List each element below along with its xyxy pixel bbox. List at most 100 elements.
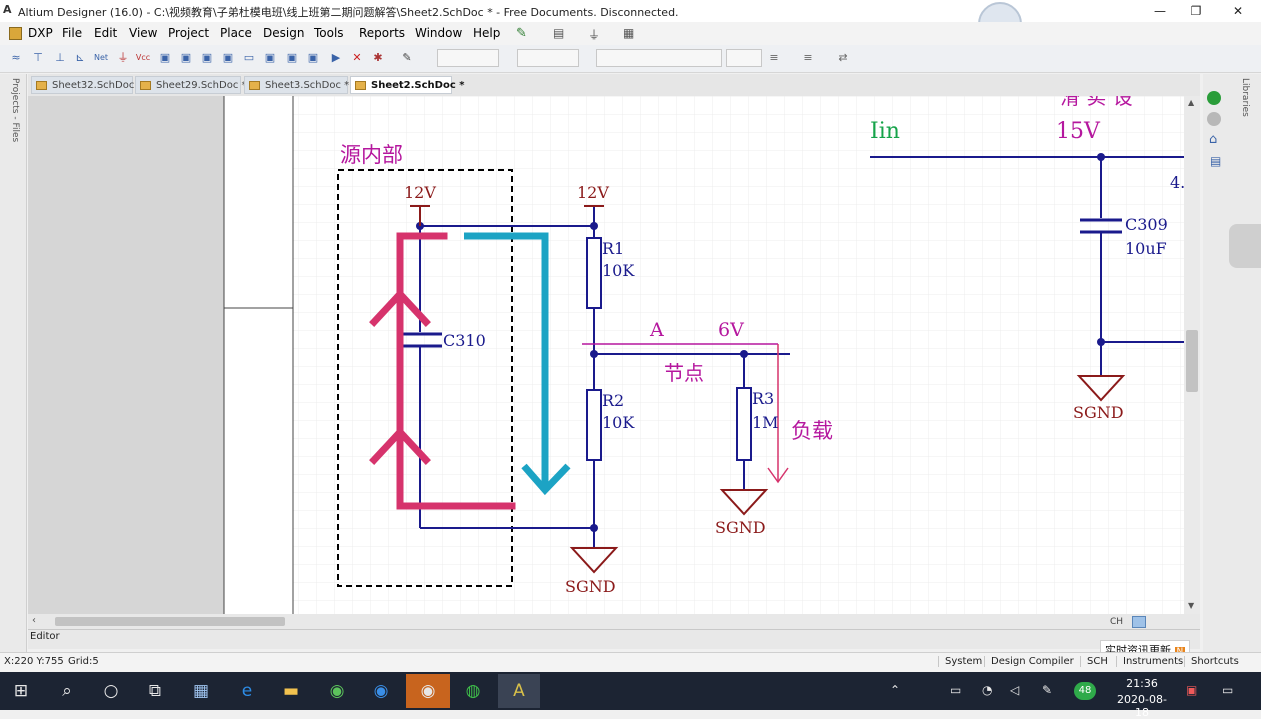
menu-window[interactable]: Window — [415, 26, 463, 40]
clock-date[interactable]: 2020-08-18 — [1117, 693, 1167, 719]
task-view-icon[interactable]: ⧉ — [148, 681, 162, 701]
wiring-tool-icon[interactable]: ✎ — [516, 26, 527, 41]
action-center-icon[interactable]: ▭ — [1222, 683, 1234, 697]
projects-panel-label[interactable]: Projects - Files — [10, 78, 20, 143]
calculator-icon[interactable]: ▦ — [192, 681, 210, 701]
windows-start-icon[interactable]: ⊞ — [13, 681, 29, 701]
close-button[interactable]: ✕ — [1232, 4, 1244, 18]
wire-icon[interactable]: ≈ — [11, 51, 21, 64]
tab-sheet3[interactable]: Sheet3.SchDoc * — [244, 76, 349, 94]
forward-icon[interactable] — [1207, 91, 1221, 105]
menu-place[interactable]: Place — [220, 26, 252, 40]
recorder-icon[interactable]: ◉ — [406, 674, 450, 708]
scroll-left-icon[interactable]: ‹ — [32, 615, 36, 626]
gnd-port-icon[interactable]: ⏚ — [117, 51, 129, 64]
gnd-label-right: SGND — [1073, 403, 1124, 422]
pen-tray-icon[interactable]: ✎ — [1042, 683, 1053, 697]
schematic-canvas[interactable]: 源内部 12V 12V C310 R1 10K R2 10K R3 1M A 6… — [28, 96, 1200, 614]
grid-size: Grid:5 — [68, 656, 99, 667]
browser-icon[interactable]: ◉ — [329, 681, 345, 701]
clock-time[interactable]: 21:36 — [1126, 677, 1158, 690]
notification-badge[interactable]: 48 — [1074, 682, 1096, 700]
tray-app-icon[interactable]: ▭ — [950, 683, 962, 697]
tab-sheet2[interactable]: Sheet2.SchDoc * — [350, 76, 464, 94]
horizontal-scrollbar[interactable] — [28, 614, 1200, 629]
projects-panel[interactable] — [0, 74, 27, 654]
distribute-icon[interactable]: ⇄ — [838, 51, 848, 64]
libraries-panel-label[interactable]: Libraries — [1240, 78, 1250, 117]
panel-sch[interactable]: SCH — [1080, 656, 1108, 667]
sheet-symbol-icon[interactable]: ▣ — [180, 51, 192, 64]
menu-help[interactable]: Help — [473, 26, 501, 40]
r2-ref-label: R2 — [602, 391, 624, 410]
network-icon[interactable]: ◔ — [982, 683, 993, 697]
horizontal-scroll-thumb[interactable] — [55, 617, 285, 626]
ground-tool-icon[interactable]: ⏚ — [588, 28, 601, 42]
menu-edit[interactable]: Edit — [94, 26, 118, 40]
cortana-icon[interactable]: ○ — [103, 681, 119, 701]
node-name-label: A — [649, 319, 664, 341]
panel-system[interactable]: System — [938, 656, 982, 667]
maximize-button[interactable]: ❐ — [1190, 4, 1202, 18]
compile-mask-icon[interactable]: ✱ — [373, 51, 383, 64]
bus-icon[interactable]: ⊤ — [33, 51, 43, 64]
no-connect-icon[interactable]: ✕ — [352, 51, 362, 64]
directive-icon[interactable]: ▣ — [307, 51, 319, 64]
harness-icon[interactable]: ▶ — [331, 51, 341, 64]
tray-expand-icon[interactable]: ⌃ — [890, 683, 901, 697]
port-icon[interactable]: ▭ — [243, 51, 255, 64]
minimize-button[interactable]: — — [1154, 4, 1166, 18]
align-icon[interactable]: ≡ — [769, 51, 779, 64]
browse-icon[interactable]: ▤ — [1210, 154, 1222, 168]
app-icon[interactable]: ◉ — [373, 681, 389, 701]
menu-view[interactable]: View — [129, 26, 158, 40]
scroll-down-icon[interactable]: ▼ — [1188, 601, 1195, 610]
loop-current-arrow — [464, 232, 571, 496]
volume-icon[interactable]: ◁ — [1010, 683, 1020, 697]
input-method-icon[interactable]: CH — [1110, 617, 1124, 627]
style-combo[interactable] — [596, 49, 722, 67]
back-icon[interactable] — [1207, 112, 1221, 126]
side-widget-tab[interactable] — [1229, 224, 1261, 268]
panel-shortcuts[interactable]: Shortcuts — [1184, 656, 1239, 667]
editor-tab[interactable]: Editor — [30, 631, 60, 642]
net-label-icon[interactable]: ⊾ — [75, 51, 85, 64]
bus-entry-icon[interactable]: ⊥ — [55, 51, 65, 64]
sheet-entry-icon[interactable]: ▣ — [201, 51, 213, 64]
panel-instruments[interactable]: Instruments — [1116, 656, 1183, 667]
menu-file[interactable]: File — [62, 26, 83, 40]
grid-tool-icon[interactable]: ▦ — [623, 26, 635, 40]
width-combo[interactable] — [726, 49, 762, 67]
gnd-label-main: SGND — [565, 577, 616, 596]
vcc-port-icon[interactable]: Vcc — [135, 53, 151, 62]
menu-reports[interactable]: Reports — [359, 26, 406, 40]
tab-sheet29[interactable]: Sheet29.SchDoc * — [135, 76, 247, 94]
offsheet-icon[interactable]: ▣ — [264, 51, 276, 64]
document-tool-icon[interactable]: ▤ — [553, 26, 565, 40]
net-icon[interactable]: Net — [93, 53, 109, 62]
menu-design[interactable]: Design — [263, 26, 305, 40]
edge-icon[interactable]: e — [241, 681, 253, 701]
line-style-icon[interactable]: ≡ — [803, 51, 813, 64]
file-explorer-icon[interactable]: ▬ — [282, 681, 300, 701]
font-combo[interactable] — [437, 49, 499, 67]
menu-project[interactable]: Project — [168, 26, 210, 40]
panel-design-compiler[interactable]: Design Compiler — [984, 656, 1074, 667]
menu-dxp[interactable]: DXP — [28, 26, 53, 40]
mail-icon[interactable]: ▣ — [1186, 683, 1198, 697]
size-combo[interactable] — [517, 49, 579, 67]
wechat-icon[interactable]: ◍ — [465, 681, 481, 701]
search-icon[interactable]: ⌕ — [62, 681, 72, 701]
part-icon[interactable]: ▣ — [159, 51, 171, 64]
scroll-up-icon[interactable]: ▲ — [1188, 98, 1195, 107]
schematic-editor[interactable]: 源内部 12V 12V C310 R1 10K R2 10K R3 1M A 6… — [28, 96, 1200, 614]
pen-icon[interactable]: ✎ — [402, 51, 412, 64]
altium-task-icon[interactable]: A — [498, 674, 540, 708]
tab-sheet32[interactable]: Sheet32.SchDoc — [31, 76, 134, 94]
menu-tools[interactable]: Tools — [314, 26, 344, 40]
device-sheet-icon[interactable]: ▣ — [222, 51, 234, 64]
vertical-scroll-thumb[interactable] — [1186, 330, 1198, 392]
no-erc-icon[interactable]: ▣ — [286, 51, 298, 64]
search-icon[interactable] — [1132, 616, 1146, 628]
home-icon[interactable]: ⌂ — [1209, 132, 1218, 147]
